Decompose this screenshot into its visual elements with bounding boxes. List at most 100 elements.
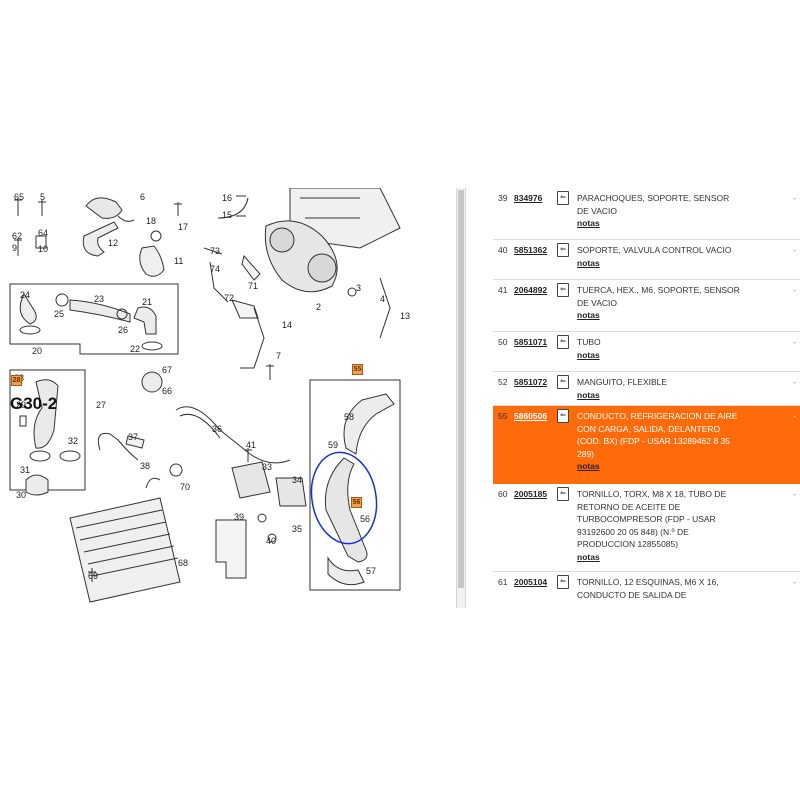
callout-label[interactable]: 4 — [380, 294, 386, 304]
callout-label[interactable]: 74 — [210, 264, 221, 274]
callout-label[interactable]: 65 — [14, 192, 25, 202]
row-dash: - — [793, 193, 796, 203]
callout-label[interactable]: 41 — [246, 440, 257, 450]
part-number-link[interactable]: 5860506 — [514, 411, 548, 421]
diagram-scrollbar-thumb[interactable] — [458, 190, 464, 588]
callout-label[interactable]: 21 — [142, 297, 153, 307]
notes-link[interactable]: notas — [577, 257, 600, 268]
callout-label[interactable]: 57 — [366, 566, 377, 576]
highlight-marker[interactable]: 56 — [351, 497, 362, 508]
callout-label[interactable]: 73 — [210, 246, 221, 256]
callout-label[interactable]: 17 — [178, 222, 189, 232]
callout-label[interactable]: 6 — [140, 192, 146, 202]
callout-label[interactable]: 9 — [12, 243, 18, 253]
diagram-page-code: G30-2 — [10, 394, 58, 413]
notes-link[interactable]: notas — [577, 349, 600, 360]
row-position: 40 — [498, 245, 508, 255]
row-dash: - — [793, 411, 796, 421]
parts-row-selected[interactable]: 55 5860506 ⇐ CONDUCTO, REFRIGERACION DE … — [493, 406, 800, 484]
row-position: 55 — [498, 411, 508, 421]
callout-label[interactable]: 64 — [38, 228, 49, 238]
callout-label[interactable]: 69 — [88, 571, 99, 581]
row-dash: - — [793, 377, 796, 387]
add-to-cart-icon[interactable]: ⇐ — [557, 575, 569, 589]
diagram-scrollbar[interactable] — [456, 188, 466, 608]
highlight-marker[interactable]: 28 — [11, 375, 22, 386]
callout-label[interactable]: 68 — [178, 558, 189, 568]
callout-label[interactable]: 10 — [38, 244, 49, 254]
callout-label[interactable]: 71 — [248, 281, 259, 291]
callout-label[interactable]: 25 — [54, 309, 65, 319]
callout-label[interactable]: 16 — [222, 193, 233, 203]
parts-row[interactable]: 40 5851362 ⇐ SOPORTE, VALVULA CONTROL VA… — [493, 240, 800, 280]
callout-label[interactable]: 31 — [20, 465, 31, 475]
callout-label[interactable]: 18 — [146, 216, 157, 226]
callout-label[interactable]: 59 — [328, 440, 339, 450]
notes-link[interactable]: notas — [577, 389, 600, 400]
callout-label[interactable]: 26 — [118, 325, 129, 335]
callout-label[interactable]: 66 — [162, 386, 173, 396]
add-to-cart-icon[interactable]: ⇐ — [557, 191, 569, 205]
callout-label[interactable]: 23 — [94, 294, 105, 304]
callout-label[interactable]: 35 — [292, 524, 303, 534]
callout-label[interactable]: 36 — [212, 424, 223, 434]
callout-label[interactable]: 39 — [234, 512, 245, 522]
callout-label[interactable]: 37 — [128, 432, 139, 442]
part-number-link[interactable]: 5851072 — [514, 377, 548, 387]
parts-row[interactable]: 41 2064892 ⇐ TUERCA, HEX., M6, SOPORTE, … — [493, 280, 800, 332]
parts-diagram[interactable]: 65 5 6 16 15 18 17 11 12 62 64 9 10 73 7… — [0, 188, 466, 608]
parts-row[interactable]: 61 2005104 ⇐ TORNILLO, 12 ESQUINAS, M6 X… — [493, 572, 800, 608]
callout-label[interactable]: 7 — [276, 351, 282, 361]
callout-label[interactable]: 3 — [356, 283, 362, 293]
part-number-link[interactable]: 2064892 — [514, 285, 548, 295]
add-to-cart-icon[interactable]: ⇐ — [557, 335, 569, 349]
callout-label[interactable]: 62 — [12, 231, 23, 241]
callout-label[interactable]: 15 — [222, 210, 233, 220]
add-to-cart-icon[interactable]: ⇐ — [557, 409, 569, 423]
callout-label[interactable]: 13 — [400, 311, 411, 321]
callout-label[interactable]: 58 — [344, 412, 355, 422]
part-number-link[interactable]: 2005185 — [514, 489, 548, 499]
callout-label[interactable]: 40 — [266, 536, 277, 546]
callout-label[interactable]: 11 — [174, 256, 184, 266]
callout-label[interactable]: 2 — [316, 302, 322, 312]
part-number-link[interactable]: 5851071 — [514, 337, 548, 347]
callout-label[interactable]: 14 — [282, 320, 293, 330]
notes-link[interactable]: notas — [577, 461, 600, 471]
callout-label[interactable]: 20 — [32, 346, 43, 356]
callout-label[interactable]: 5 — [40, 192, 46, 202]
add-to-cart-icon[interactable]: ⇐ — [557, 375, 569, 389]
part-number-link[interactable]: 834976 — [514, 193, 543, 203]
callout-label[interactable]: 70 — [180, 482, 191, 492]
callout-label[interactable]: 12 — [108, 238, 119, 248]
parts-row[interactable]: 60 2005185 ⇐ TORNILLO, TORX, M8 X 18, TU… — [493, 484, 800, 572]
callout-label[interactable]: 33 — [262, 462, 273, 472]
notes-link[interactable]: notas — [577, 551, 600, 562]
add-to-cart-icon[interactable]: ⇐ — [557, 243, 569, 257]
part-description: MANGUITO, FLEXIBLE — [577, 377, 668, 387]
callout-label[interactable]: 30 — [16, 490, 27, 500]
notes-link[interactable]: notas — [577, 310, 600, 320]
callout-label[interactable]: 72 — [224, 293, 235, 303]
part-number-link[interactable]: 2005104 — [514, 577, 548, 587]
callout-label[interactable]: 38 — [140, 461, 151, 471]
callout-label[interactable]: 32 — [68, 436, 79, 446]
parts-list-panel[interactable]: 39 834976 ⇐ PARACHOQUES, SOPORTE, SENSOR… — [493, 188, 800, 608]
callout-label[interactable]: 56 — [360, 514, 371, 524]
callout-label[interactable]: 22 — [130, 344, 141, 354]
add-to-cart-icon[interactable]: ⇐ — [557, 487, 569, 501]
notes-link[interactable]: notas — [577, 218, 600, 228]
callout-label[interactable]: 24 — [20, 290, 31, 300]
parts-row[interactable]: 39 834976 ⇐ PARACHOQUES, SOPORTE, SENSOR… — [493, 188, 800, 240]
callout-label[interactable]: 29 — [16, 400, 27, 410]
add-to-cart-icon[interactable]: ⇐ — [557, 283, 569, 297]
part-number-link[interactable]: 5851362 — [514, 245, 548, 255]
callout-label[interactable]: 67 — [162, 365, 173, 375]
row-position: 60 — [498, 489, 508, 499]
callout-label[interactable]: 27 — [96, 400, 107, 410]
callout-label[interactable]: 34 — [292, 475, 303, 485]
row-dash: - — [793, 337, 796, 347]
highlight-marker[interactable]: 55 — [352, 364, 363, 375]
